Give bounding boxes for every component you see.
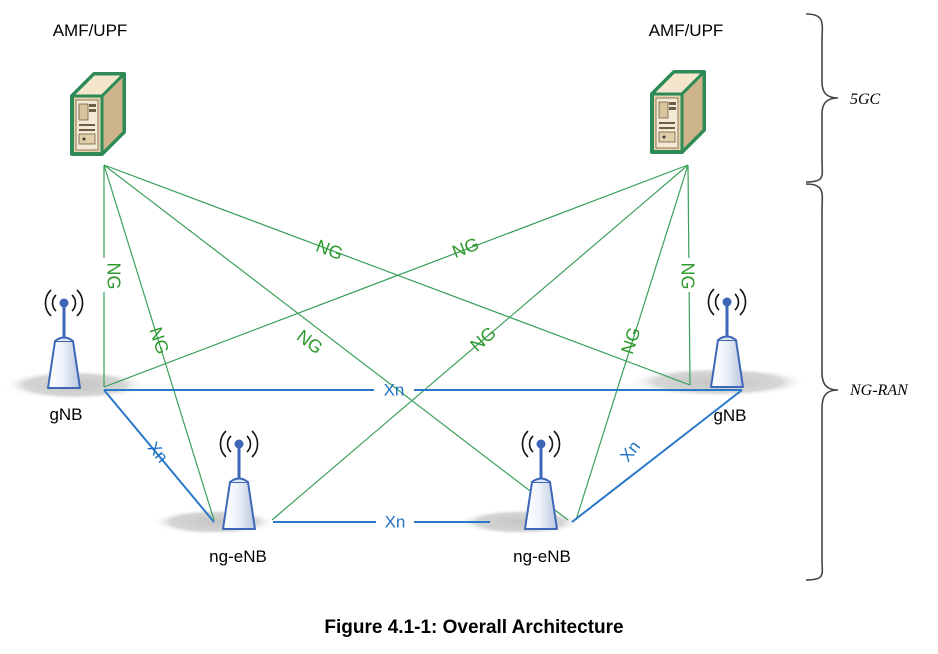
amf-upf-right-label: AMF/UPF: [649, 21, 724, 40]
xn-label-right: Xn: [616, 437, 644, 465]
ng-label-5: NG: [146, 325, 173, 357]
server-icon: [650, 70, 706, 154]
ng-link-amf-right-ngenb-right: [575, 164, 689, 521]
xn-links: [103, 389, 743, 523]
ng-link-amf-right-gnb-left: [103, 164, 689, 388]
ng-label-1: NG: [103, 263, 123, 290]
ngenb-left-label: ng-eNB: [209, 547, 267, 566]
region-label-5gc: 5GC: [850, 91, 881, 108]
brace-ng-ran: [805, 183, 839, 581]
ng-label-3: NG: [313, 236, 345, 264]
gnb-right-label: gNB: [713, 406, 746, 425]
ng-label-2: NG: [677, 263, 697, 290]
ng-link-amf-right-ngenb-left: [271, 164, 689, 521]
region-label-ng-ran: NG-RAN: [849, 382, 909, 399]
ng-link-amf-left-ngenb-right: [103, 164, 569, 521]
server-icon: [70, 72, 126, 156]
ng-label-4: NG: [449, 234, 481, 262]
xn-labels: Xn Xn Xn Xn: [144, 380, 644, 531]
xn-link-ngenb-right-gnb-right: [571, 389, 743, 523]
antenna-icon: [706, 287, 748, 389]
ngenb-right-label: ng-eNB: [513, 547, 571, 566]
figure-caption: Figure 4.1-1: Overall Architecture: [324, 617, 623, 638]
ng-links: [103, 164, 691, 521]
xn-label-ngenb-ngenb: Xn: [385, 512, 406, 531]
xn-link-gnb-left-ngenb-left: [103, 389, 215, 523]
antenna-icon: [520, 429, 562, 531]
amf-upf-left: AMF/UPF: [53, 21, 128, 156]
gnb-left-label: gNB: [49, 405, 82, 424]
brace-5gc: [805, 13, 839, 183]
ng-link-amf-left-ngenb-left: [103, 164, 215, 521]
amf-upf-left-label: AMF/UPF: [53, 21, 128, 40]
ng-label-8: NG: [617, 325, 644, 357]
antenna-icon: [43, 288, 85, 390]
amf-upf-right: AMF/UPF: [649, 21, 724, 154]
antenna-icon: [218, 429, 260, 531]
xn-label-gnb-gnb: Xn: [384, 380, 405, 399]
ng-labels: NG NG NG NG NG NG NG NG: [96, 234, 697, 358]
